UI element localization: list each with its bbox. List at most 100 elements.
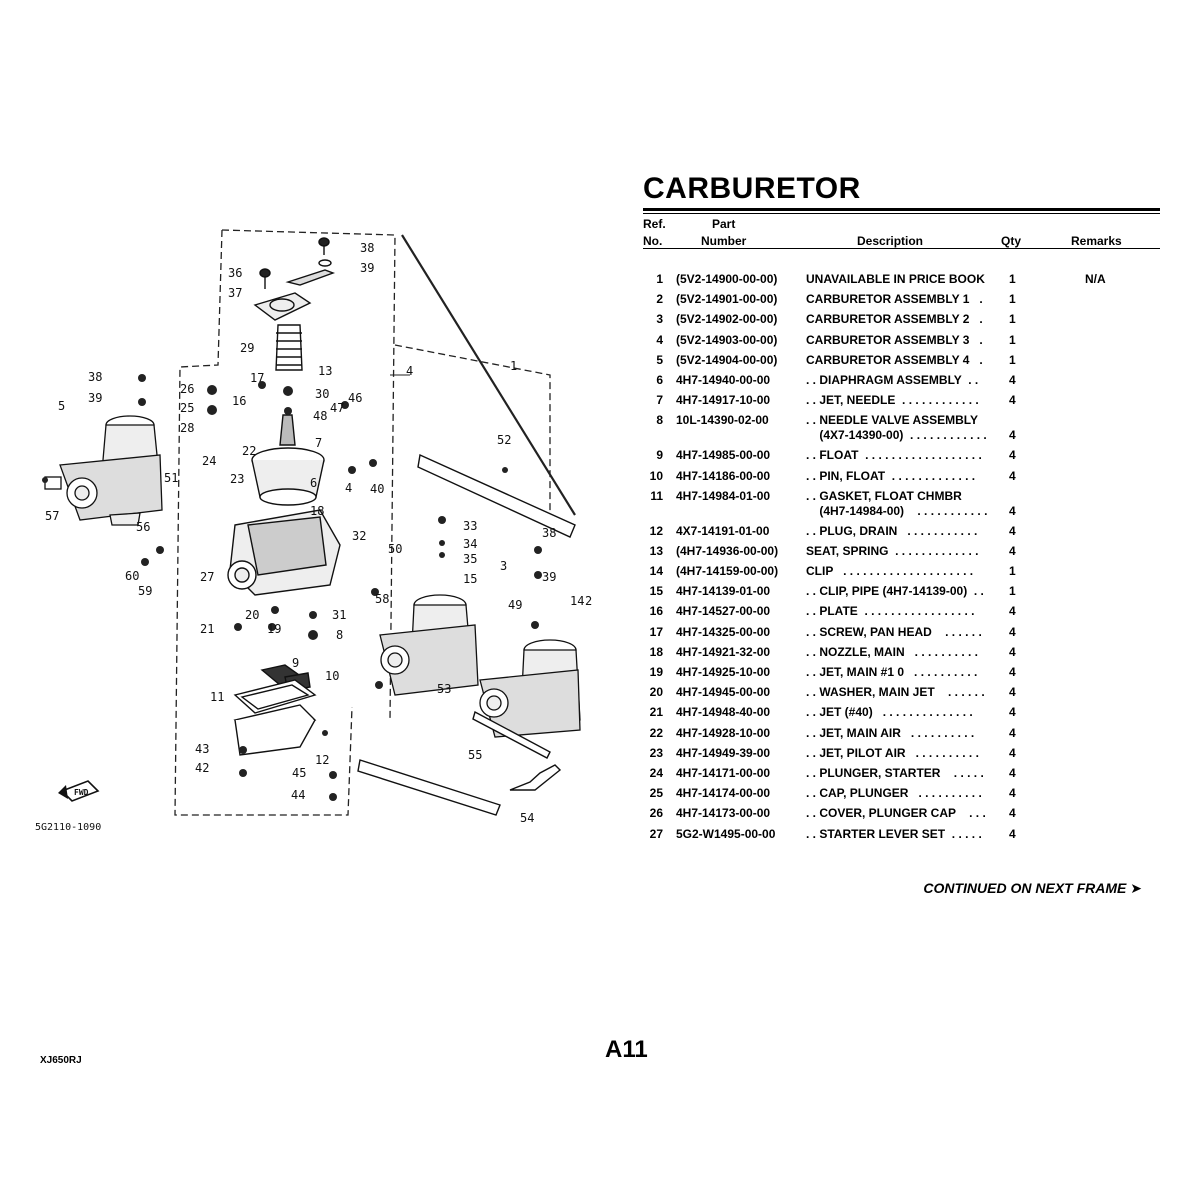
ref-number: 19 xyxy=(649,665,663,679)
carburetor-body-main xyxy=(227,414,341,596)
callout-4: 4 xyxy=(345,481,352,495)
ref-number: 18 xyxy=(649,644,663,659)
part-description: . . COVER, PLUNGER CAP . . . xyxy=(806,806,986,821)
header-description: Description xyxy=(857,234,924,248)
part-description: . . NEEDLE VALVE ASSEMBLY xyxy=(806,413,979,428)
part-description: CARBURETOR ASSEMBLY 2 . xyxy=(806,312,983,327)
part-description: . . JET, MAIN #1 0 . . . . . . . . . . xyxy=(806,665,978,679)
callout-32: 32 xyxy=(352,529,366,543)
part-description-continued: (4X7-14390-00) . . . . . . . . . . . . xyxy=(806,428,987,443)
header-qty: Qty xyxy=(1001,234,1022,248)
callout-35: 35 xyxy=(463,552,477,566)
callout-13: 13 xyxy=(318,364,332,378)
callout-27: 27 xyxy=(200,570,214,584)
callout-51: 51 xyxy=(164,471,178,485)
part-description: . . GASKET, FLOAT CHMBR xyxy=(806,488,962,503)
callout-15: 15 xyxy=(463,572,477,586)
part-description: . . PLATE . . . . . . . . . . . . . . . … xyxy=(806,604,975,619)
quantity: 1 xyxy=(1009,292,1016,307)
part-description: CARBURETOR ASSEMBLY 4 . xyxy=(806,352,983,367)
callout-49: 49 xyxy=(508,598,522,612)
parts-row: 4(5V2-14903-00-00)CARBURETOR ASSEMBLY 3 … xyxy=(643,333,1160,353)
quantity: 4 xyxy=(1009,786,1016,801)
ref-number: 8 xyxy=(656,413,663,428)
callout-57: 57 xyxy=(45,509,59,523)
quantity: 1 xyxy=(1009,584,1016,599)
callout-36: 36 xyxy=(228,266,242,280)
callout-20: 20 xyxy=(245,608,259,622)
callout-3: 3 xyxy=(500,559,507,573)
quantity: 4 xyxy=(1009,826,1016,841)
part-description: . . NOZZLE, MAIN . . . . . . . . . . xyxy=(806,644,979,659)
parts-row: 5(5V2-14904-00-00)CARBURETOR ASSEMBLY 4 … xyxy=(643,353,1160,373)
quantity: 4 xyxy=(1009,372,1016,387)
callout-18: 18 xyxy=(310,504,324,518)
quantity: 4 xyxy=(1009,428,1016,443)
callout-30: 30 xyxy=(315,387,329,401)
part-description: . . JET, MAIN AIR . . . . . . . . . . xyxy=(806,725,975,740)
callout-29: 29 xyxy=(240,341,254,355)
header-remarks: Remarks xyxy=(1071,234,1122,248)
callout-19: 19 xyxy=(267,622,281,636)
part-number: 4H7-14325-00-00 xyxy=(676,624,771,639)
callout-48: 48 xyxy=(313,409,327,423)
part-number: (5V2-14901-00-00) xyxy=(676,292,778,307)
quantity: 4 xyxy=(1009,765,1016,780)
header-ref-line2: No. xyxy=(643,234,663,248)
hardware-dots xyxy=(42,374,542,801)
quantity: 4 xyxy=(1009,393,1016,408)
part-description: . . JET, PILOT AIR . . . . . . . . . . xyxy=(806,745,979,760)
callout-38: 38 xyxy=(88,370,102,384)
callout-59: 59 xyxy=(138,584,152,598)
carburetor-assembly-2 xyxy=(479,639,581,738)
callout-10: 10 xyxy=(325,669,339,683)
header-ref-line1: Ref. xyxy=(643,217,666,231)
ref-number: 20 xyxy=(649,685,663,700)
quantity: 4 xyxy=(1009,624,1016,639)
part-number: 4H7-14925-10-00 xyxy=(676,665,771,679)
fwd-arrow-icon: FWD xyxy=(58,780,100,802)
ref-number: 25 xyxy=(649,786,663,801)
parts-row: 2(5V2-14901-00-00)CARBURETOR ASSEMBLY 1 … xyxy=(643,292,1160,312)
ref-number: 2 xyxy=(656,292,663,307)
part-number: 4H7-14928-10-00 xyxy=(676,725,771,740)
quantity: 4 xyxy=(1009,806,1016,821)
part-number: 4H7-14186-00-00 xyxy=(676,468,771,483)
part-description: . . CLIP, PIPE (4H7-14139-00) . . xyxy=(806,584,984,599)
part-description: . . JET (#40) . . . . . . . . . . . . . … xyxy=(806,705,973,720)
part-description: . . STARTER LEVER SET . . . . . xyxy=(806,826,982,841)
part-description: . . PIN, FLOAT . . . . . . . . . . . . . xyxy=(806,468,976,483)
part-number: (5V2-14904-00-00) xyxy=(676,352,778,367)
ref-number: 27 xyxy=(649,826,663,841)
callout-22: 22 xyxy=(242,444,256,458)
callout-38: 38 xyxy=(542,526,556,540)
part-description: . . WASHER, MAIN JET . . . . . . xyxy=(806,685,985,700)
callout-38: 38 xyxy=(360,241,374,255)
ref-number: 23 xyxy=(649,745,663,760)
carburetor-assembly-3 xyxy=(379,594,479,696)
part-description: . . JET, NEEDLE . . . . . . . . . . . . xyxy=(806,393,979,408)
callout-31: 31 xyxy=(332,608,346,622)
callout-28: 28 xyxy=(180,421,194,435)
quantity: 4 xyxy=(1009,705,1016,720)
callout-5: 5 xyxy=(58,399,65,413)
ref-number: 14 xyxy=(649,564,663,579)
ref-number: 11 xyxy=(650,488,663,503)
part-number: (5V2-14903-00-00) xyxy=(676,332,778,347)
part-description: SEAT, SPRING . . . . . . . . . . . . . xyxy=(806,543,979,558)
part-number: 10L-14390-02-00 xyxy=(676,413,769,428)
part-description: . . SCREW, PAN HEAD . . . . . . xyxy=(806,624,982,639)
callout-17: 17 xyxy=(250,371,264,385)
callout-53: 53 xyxy=(437,682,451,696)
quantity: 1 xyxy=(1009,564,1016,579)
part-description: . . CAP, PLUNGER . . . . . . . . . . xyxy=(806,786,982,801)
quantity: 4 xyxy=(1009,523,1016,538)
part-number: 4H7-14173-00-00 xyxy=(676,806,771,821)
callout-40: 40 xyxy=(370,482,384,496)
